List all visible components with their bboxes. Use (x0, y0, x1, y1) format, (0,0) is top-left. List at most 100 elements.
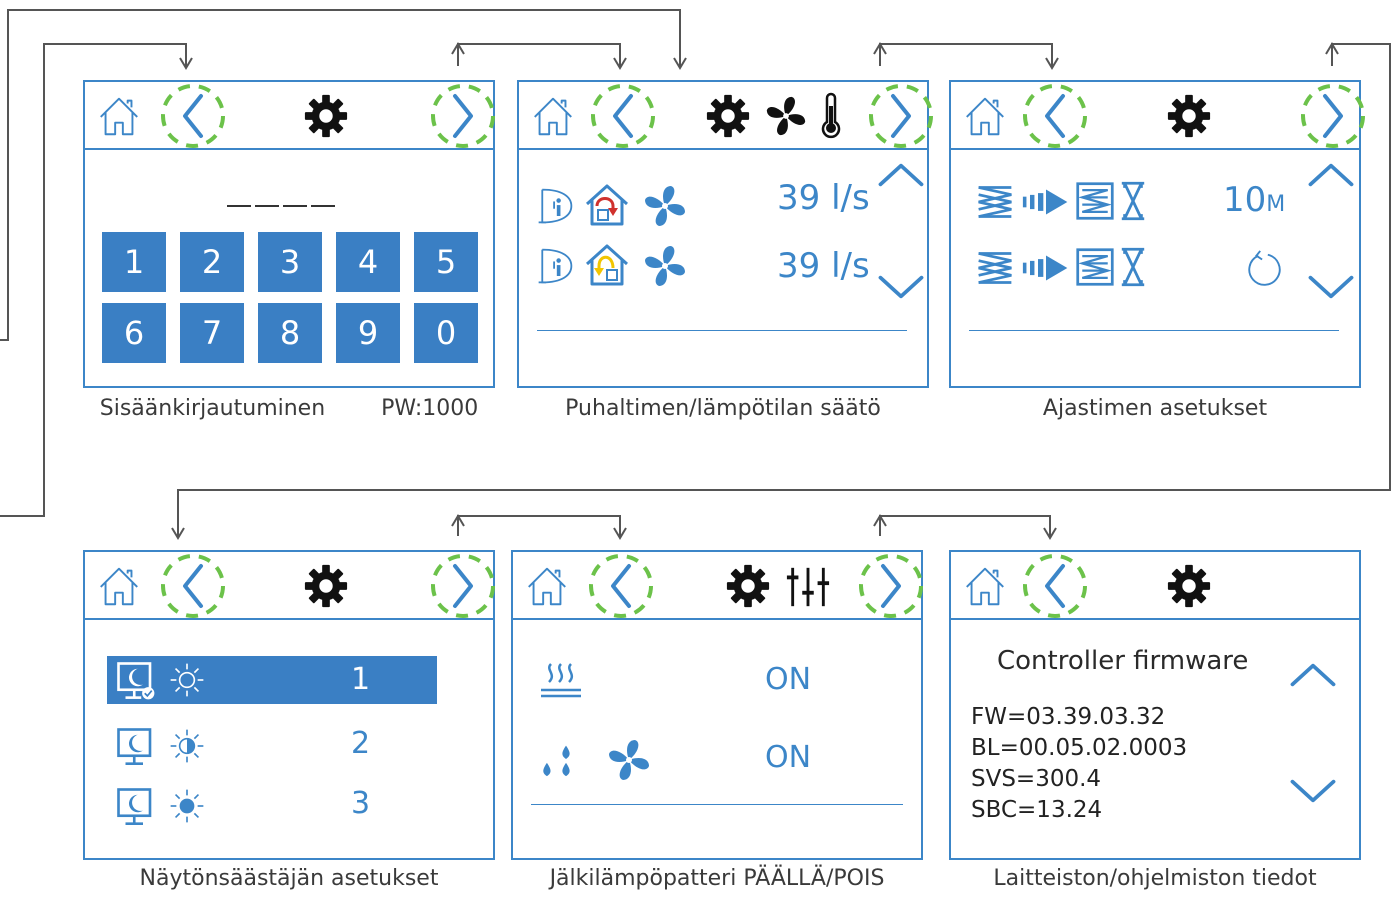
home-icon[interactable] (95, 562, 143, 610)
home-icon[interactable] (95, 92, 143, 140)
next-button[interactable] (429, 82, 497, 150)
caption-fan-temperature: Puhaltimen/lämpötilan säätö (565, 396, 881, 421)
afterheater-state: ON (765, 662, 812, 697)
gear-icon (303, 93, 349, 139)
screen-screensaver: 1 2 3 (83, 550, 495, 860)
sun-half-icon (169, 728, 205, 764)
scroll-down-icon[interactable] (873, 268, 929, 306)
person-door-icon (535, 186, 575, 226)
house-extract-icon (583, 240, 631, 288)
scroll-down-icon[interactable] (1303, 268, 1359, 306)
gear-icon (303, 563, 349, 609)
content-divider (537, 330, 907, 331)
chevron-left-icon (1035, 86, 1075, 146)
filter-box-icon (1075, 247, 1115, 287)
header-divider (951, 618, 1359, 620)
home-icon[interactable] (523, 562, 571, 610)
prev-button[interactable] (1021, 552, 1089, 620)
chevron-right-icon (881, 86, 921, 146)
filter-icon (975, 248, 1015, 288)
prev-button[interactable] (1021, 82, 1089, 150)
fan-icon (763, 93, 809, 139)
arrow-right-icon (1021, 186, 1071, 218)
chevron-right-icon (443, 86, 483, 146)
arrow-right-icon (1021, 252, 1071, 284)
prev-button[interactable] (159, 82, 227, 150)
svs-version: SVS=300.4 (971, 766, 1102, 792)
key-9[interactable]: 9 (336, 303, 400, 363)
monitor-moon-icon (115, 660, 157, 702)
heater-icon (537, 660, 585, 700)
info-title: Controller firmware (997, 646, 1249, 676)
next-button[interactable] (857, 552, 925, 620)
timer-number: 10 (1223, 180, 1267, 220)
prev-button[interactable] (587, 552, 655, 620)
home-icon[interactable] (529, 92, 577, 140)
reset-icon[interactable] (1245, 250, 1283, 288)
key-3[interactable]: 3 (258, 232, 322, 292)
chevron-left-icon (603, 86, 643, 146)
fan-icon (641, 242, 689, 290)
caption-afterheater: Jälkilämpöpatteri PÄÄLLÄ/POIS (549, 866, 885, 891)
scroll-up-icon[interactable] (873, 156, 929, 194)
next-button[interactable] (429, 552, 497, 620)
home-icon[interactable] (961, 562, 1009, 610)
sbc-version: SBC=13.24 (971, 797, 1103, 823)
content-divider (531, 804, 903, 805)
brightness-level: 1 (351, 662, 371, 697)
sun-dim-icon (169, 662, 205, 698)
key-8[interactable]: 8 (258, 303, 322, 363)
sliders-icon (785, 564, 831, 610)
key-1[interactable]: 1 (102, 232, 166, 292)
chevron-right-icon (1313, 86, 1353, 146)
water-drops-icon (537, 738, 595, 780)
key-7[interactable]: 7 (180, 303, 244, 363)
caption-device-info: Laitteiston/ohjelmiston tiedot (993, 866, 1317, 891)
chevron-right-icon (443, 556, 483, 616)
content-divider (969, 330, 1339, 331)
screensaver-row-1-selected[interactable]: 1 (107, 656, 437, 704)
prev-button[interactable] (159, 552, 227, 620)
scroll-up-icon[interactable] (1303, 156, 1359, 194)
gear-icon (725, 563, 771, 609)
timer-unit: M (1266, 192, 1286, 217)
screen-device-info: Controller firmware FW=03.39.03.32 BL=00… (949, 550, 1361, 860)
home-icon[interactable] (961, 92, 1009, 140)
filter-box-icon (1075, 181, 1115, 221)
hourglass-icon (1119, 180, 1147, 222)
chevron-left-icon (173, 86, 213, 146)
brightness-level: 3 (351, 786, 371, 821)
caption-login: Sisäänkirjautuminen PW:1000 (99, 396, 479, 421)
monitor-moon-icon (115, 726, 157, 768)
key-2[interactable]: 2 (180, 232, 244, 292)
fan-icon (605, 736, 653, 784)
gear-icon (1166, 563, 1212, 609)
chevron-left-icon (173, 556, 213, 616)
screen-fan-temperature: 39 l/s 39 l/s (517, 80, 929, 388)
key-5[interactable]: 5 (414, 232, 478, 292)
thermometer-icon (819, 92, 843, 140)
screen-login: 1 2 3 4 5 6 7 8 9 0 (83, 80, 495, 388)
gear-icon (705, 93, 751, 139)
chevron-left-icon (1035, 556, 1075, 616)
header-divider (85, 618, 493, 620)
timer-value: 10M (1223, 180, 1285, 220)
firmware-version: FW=03.39.03.32 (971, 704, 1166, 730)
supply-airflow-value: 39 l/s (777, 178, 870, 218)
scroll-up-icon[interactable] (1285, 656, 1341, 694)
prev-button[interactable] (589, 82, 657, 150)
filter-icon (975, 182, 1015, 222)
monitor-moon-icon (115, 786, 157, 828)
key-4[interactable]: 4 (336, 232, 400, 292)
scroll-down-icon[interactable] (1285, 772, 1341, 810)
sun-full-icon (169, 788, 205, 824)
key-6[interactable]: 6 (102, 303, 166, 363)
key-0[interactable]: 0 (414, 303, 478, 363)
fan-state: ON (765, 740, 812, 775)
next-button[interactable] (867, 82, 935, 150)
extract-airflow-value: 39 l/s (777, 246, 870, 286)
next-button[interactable] (1299, 82, 1367, 150)
header-divider (519, 148, 927, 150)
caption-timer: Ajastimen asetukset (1042, 396, 1268, 421)
gear-icon (1166, 93, 1212, 139)
